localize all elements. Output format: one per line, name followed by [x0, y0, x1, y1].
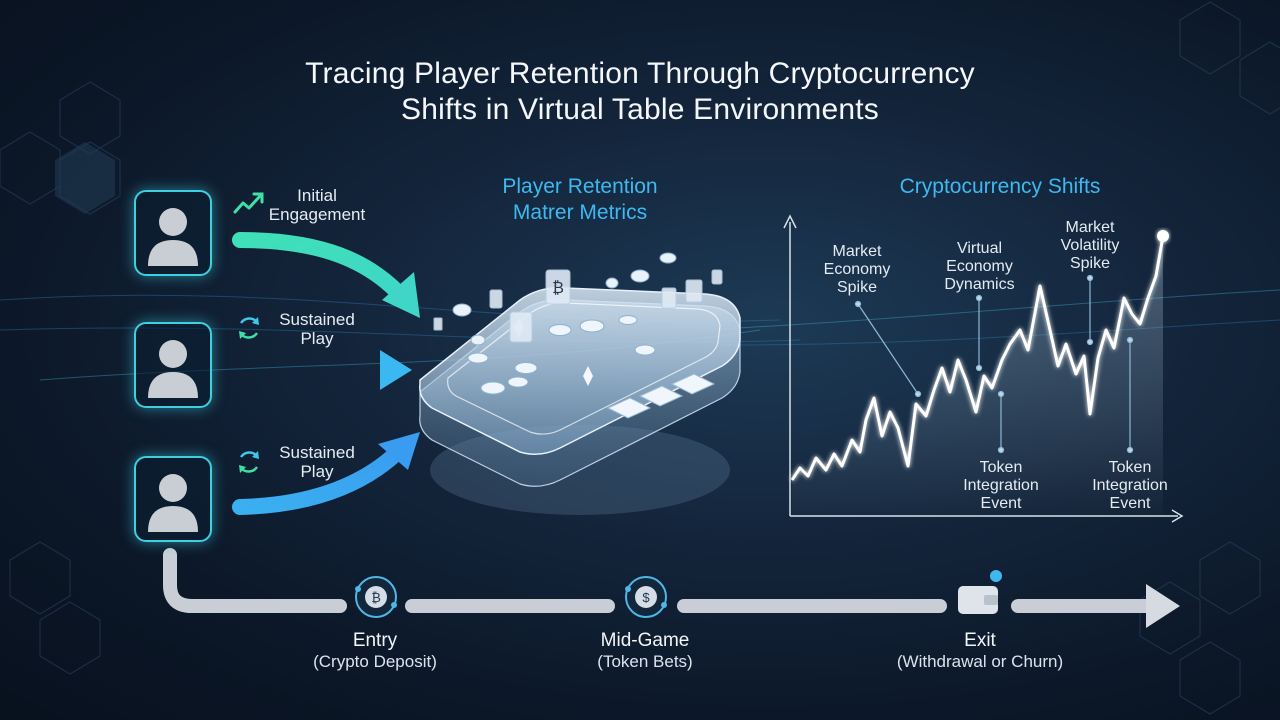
title-line-2: Shifts in Virtual Table Environments — [400, 93, 879, 126]
flow-arrow-1 — [232, 232, 420, 318]
token-coin-icon: $ — [625, 576, 667, 618]
annotation-line: Economy — [946, 258, 1013, 275]
timeline — [163, 548, 1180, 628]
retention-section-title: Player Retention Matrer Metrics — [460, 174, 700, 226]
annotation-line: Virtual — [956, 240, 1003, 257]
stage-label-sustained-play-1: Sustained Play — [262, 310, 372, 348]
annotation-line: Spike — [1069, 255, 1111, 272]
wallet-icon — [958, 570, 1002, 614]
annotation-line: Market — [832, 243, 882, 260]
stage-label-line-1: Sustained — [279, 310, 355, 329]
annotation-token-integration-event-2: Token Integration Event — [1080, 459, 1180, 513]
timeline-stage-subtitle: (Crypto Deposit) — [313, 652, 437, 671]
annotation-line: Market — [1065, 219, 1115, 236]
stage-label-sustained-play-2: Sustained Play — [262, 443, 372, 481]
timeline-stage-name: Mid-Game — [600, 630, 690, 651]
annotation-market-economy-spike: Market Economy Spike — [812, 243, 902, 297]
user-icon — [148, 474, 198, 532]
cycle-icon — [239, 317, 259, 339]
chart-area-fill — [792, 236, 1163, 516]
poker-table: ₿ — [419, 252, 741, 515]
cycle-icon — [239, 451, 259, 473]
timeline-stage-mid-game: Mid-Game (Token Bets) — [560, 630, 730, 672]
timeline-stage-name: Entry — [352, 630, 398, 651]
chart-line — [790, 235, 1165, 481]
annotation-line: Economy — [823, 261, 891, 278]
player-avatar-3 — [134, 456, 212, 542]
annotation-line: Dynamics — [944, 276, 1015, 293]
flow-arrow-2 — [232, 350, 412, 390]
timeline-stage-subtitle: (Token Bets) — [597, 652, 693, 671]
annotation-line: Token — [1108, 459, 1152, 476]
user-icon — [148, 340, 198, 398]
bitcoin-coin-icon: ₿ — [355, 576, 397, 618]
stage-label-line-2: Play — [300, 329, 334, 348]
svg-text:$: $ — [642, 590, 650, 605]
stage-label-line-2: Play — [300, 462, 334, 481]
annotation-line: Event — [1109, 495, 1151, 512]
annotation-line: Token — [979, 459, 1023, 476]
timeline-stage-entry: Entry (Crypto Deposit) — [290, 630, 460, 672]
crypto-section-title: Cryptocurrency Shifts — [899, 175, 1101, 198]
trend-up-icon — [233, 192, 264, 214]
annotation-line: Integration — [1092, 477, 1168, 494]
timeline-stage-exit: Exit (Withdrawal or Churn) — [870, 630, 1090, 672]
timeline-stage-name: Exit — [964, 630, 996, 651]
retention-title-line-1: Player Retention — [502, 175, 658, 198]
timeline-stage-subtitle: (Withdrawal or Churn) — [896, 652, 1064, 671]
title-line-1: Tracing Player Retention Through Cryptoc… — [305, 57, 975, 90]
annotation-virtual-economy-dynamics: Virtual Economy Dynamics — [932, 240, 1027, 294]
retention-title-line-2: Matrer Metrics — [512, 201, 648, 224]
stage-label-line-1: Initial — [297, 186, 337, 205]
player-avatar-2 — [134, 322, 212, 408]
stage-label-line-1: Sustained — [279, 443, 355, 462]
annotation-market-volatility-spike: Market Volatility Spike — [1050, 219, 1130, 273]
stage-label-line-2: Engagement — [268, 205, 366, 224]
flow-arrow-3 — [232, 432, 420, 515]
svg-text:₿: ₿ — [371, 590, 381, 605]
player-avatar-1 — [134, 190, 212, 276]
annotation-line: Spike — [836, 279, 878, 296]
annotation-line: Volatility — [1060, 237, 1120, 254]
page-title: Tracing Player Retention Through Cryptoc… — [0, 56, 1280, 128]
user-icon — [148, 208, 198, 266]
svg-text:₿: ₿ — [552, 279, 564, 297]
chart-end-point — [1157, 230, 1169, 242]
annotation-line: Event — [980, 495, 1022, 512]
annotation-token-integration-event-1: Token Integration Event — [951, 459, 1051, 513]
annotation-line: Integration — [963, 477, 1039, 494]
stage-label-initial-engagement: Initial Engagement — [262, 186, 372, 224]
